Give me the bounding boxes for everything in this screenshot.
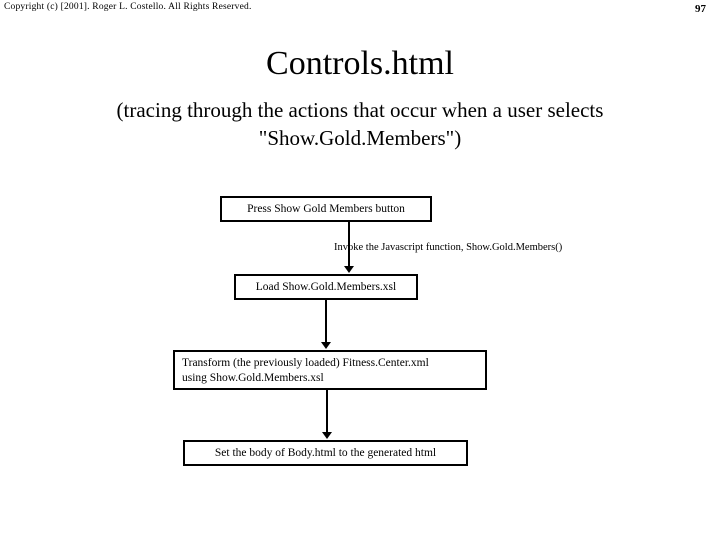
flow-node-load-xsl: Load Show.Gold.Members.xsl bbox=[234, 274, 418, 300]
arrowhead-down-icon bbox=[321, 342, 331, 349]
flow-node-label: Set the body of Body.html to the generat… bbox=[214, 447, 437, 459]
flow-node-set-body: Set the body of Body.html to the generat… bbox=[183, 440, 468, 466]
slide-subtitle: (tracing through the actions that occur … bbox=[45, 96, 675, 152]
flow-node-label: Press Show Gold Members button bbox=[247, 203, 405, 215]
page-number: 97 bbox=[695, 3, 706, 15]
connector-transform-to-setbody bbox=[326, 390, 328, 434]
flow-node-label-line-1: Transform (the previously loaded) Fitnes… bbox=[182, 357, 429, 369]
flow-node-label: Load Show.Gold.Members.xsl bbox=[255, 281, 397, 293]
connector-load-to-transform bbox=[325, 300, 327, 344]
subtitle-line-1: (tracing through the actions that occur … bbox=[116, 98, 604, 122]
edge-label-invoke-javascript: Invoke the Javascript function, Show.Gol… bbox=[334, 242, 563, 253]
arrowhead-down-icon bbox=[344, 266, 354, 273]
copyright-notice: Copyright (c) [2001]. Roger L. Costello.… bbox=[4, 2, 252, 12]
subtitle-line-2: "Show.Gold.Members") bbox=[258, 126, 462, 150]
arrowhead-down-icon bbox=[322, 432, 332, 439]
flow-node-label-line-2: using Show.Gold.Members.xsl bbox=[182, 372, 324, 384]
flow-node-transform-xml: Transform (the previously loaded) Fitnes… bbox=[173, 350, 487, 390]
connector-press-to-load bbox=[348, 222, 350, 268]
page-title: Controls.html bbox=[266, 45, 454, 82]
flow-node-press-button: Press Show Gold Members button bbox=[220, 196, 432, 222]
